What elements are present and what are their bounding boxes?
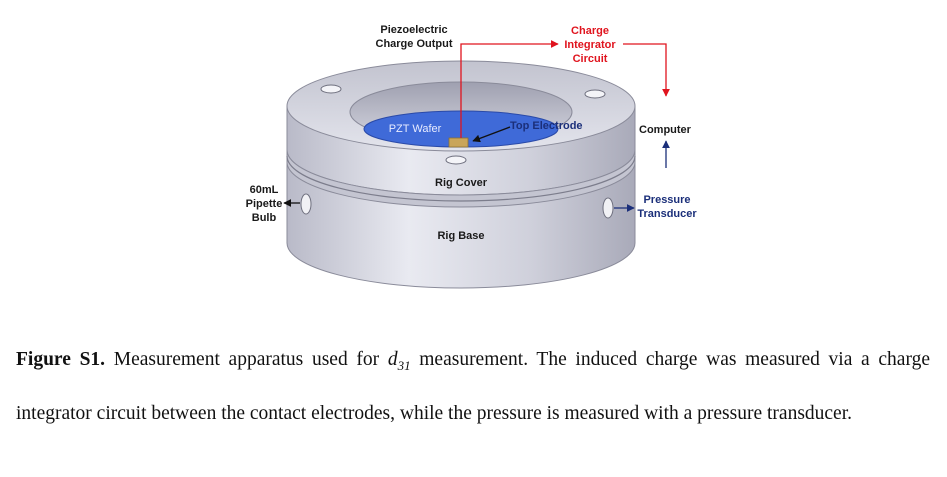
- pipette-port: [300, 193, 312, 215]
- bolt-hole-right: [584, 89, 606, 99]
- pressure-label-line2: Transducer: [637, 208, 697, 220]
- bolt-hole-front: [445, 155, 467, 165]
- top-electrode-label: Top Electrode: [510, 120, 583, 132]
- piezo-output-label-line2: Charge Output: [376, 38, 453, 50]
- piezo-output-label-line1: Piezoelectric: [380, 24, 447, 36]
- top-electrode-pad: [448, 137, 469, 148]
- rig-cover-label: Rig Cover: [435, 177, 488, 189]
- caption-text-after: measurement. The induced charge was meas…: [16, 349, 930, 424]
- top-electrode-pointer: [472, 126, 511, 143]
- pipette-label-line1: 60mL: [250, 184, 279, 196]
- pipette-label-line3: Bulb: [252, 212, 277, 224]
- rig-base-label: Rig Base: [437, 230, 484, 242]
- figure-caption: Figure S1. Measurement apparatus used fo…: [16, 333, 930, 441]
- caption-subscript: 31: [397, 357, 411, 373]
- integrator-label-line3: Circuit: [573, 53, 608, 65]
- caption-symbol: d: [387, 349, 398, 370]
- transducer-port: [602, 197, 614, 219]
- apparatus-figure: Piezoelectric Charge Output Charge Integ…: [246, 24, 697, 289]
- pzt-wafer-label: PZT Wafer: [389, 123, 442, 135]
- pipette-label-line2: Pipette: [246, 198, 283, 210]
- computer-label: Computer: [639, 124, 692, 136]
- bolt-hole-left: [320, 84, 342, 94]
- caption-text-before: Measurement apparatus used for: [105, 349, 388, 370]
- pressure-signal-path: [614, 140, 670, 212]
- integrator-label-line2: Integrator: [564, 39, 616, 51]
- figure-label: Figure S1.: [16, 349, 106, 370]
- pressure-label-line1: Pressure: [643, 194, 690, 206]
- integrator-label-line1: Charge: [571, 25, 609, 37]
- charge-signal-path: [460, 40, 670, 138]
